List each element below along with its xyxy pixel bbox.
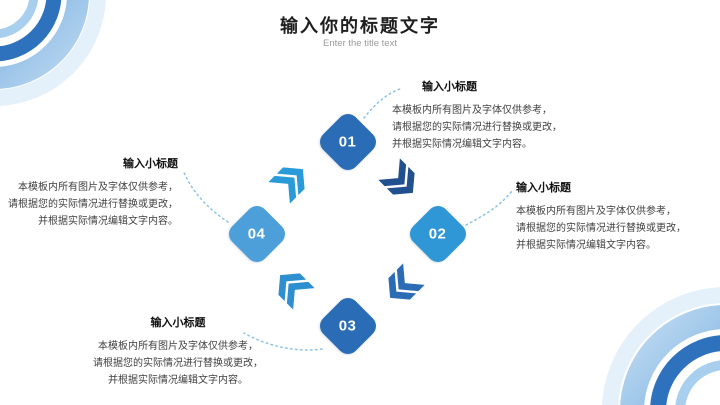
- step-number-01: 01: [339, 133, 357, 151]
- caption-heading-02: 输入小标题: [516, 182, 571, 194]
- caption-heading-03: 输入小标题: [150, 317, 206, 329]
- caption-line: 并根据实际情况编辑文字内容。: [38, 216, 178, 227]
- caption-line: 请根据您的实际情况进行替换或更改，: [516, 223, 686, 234]
- caption-block-01: 输入小标题 本模板内所有图片及字体仅供参考， 请根据您的实际情况进行替换或更改，…: [392, 78, 584, 153]
- caption-line: 本模板内所有图片及字体仅供参考，: [18, 182, 178, 193]
- dotted-connector-03: [243, 332, 323, 351]
- caption-line: 本模板内所有图片及字体仅供参考，: [392, 105, 552, 116]
- step-number-02: 02: [429, 225, 447, 243]
- chevron-arrow-01-to-02-icon: [378, 158, 415, 195]
- caption-line: 并根据实际情况编辑文字内容。: [392, 139, 532, 150]
- caption-line: 请根据您的实际情况进行替换或更改，: [392, 122, 562, 133]
- dotted-connectors: [182, 88, 513, 351]
- caption-heading-01: 输入小标题: [422, 81, 477, 93]
- step-number-03: 03: [339, 317, 357, 335]
- caption-block-03: 输入小标题 本模板内所有图片及字体仅供参考， 请根据您的实际情况进行替换或更改，…: [86, 314, 270, 389]
- caption-line: 并根据实际情况编辑文字内容。: [108, 375, 248, 386]
- caption-heading-04: 输入小标题: [123, 158, 178, 170]
- caption-line: 请根据您的实际情况进行替换或更改，: [8, 199, 178, 210]
- corner-decoration-bottom-right: [602, 287, 720, 405]
- caption-line: 本模板内所有图片及字体仅供参考，: [516, 206, 676, 217]
- chevron-arrow-02-to-03-icon: [388, 263, 425, 300]
- caption-line: 并根据实际情况编辑文字内容。: [516, 240, 656, 251]
- dotted-connector-04: [182, 169, 229, 223]
- chevron-arrow-03-to-04-icon: [278, 273, 315, 310]
- dotted-connector-02: [465, 190, 513, 226]
- slide-subtitle: Enter the title text: [323, 38, 397, 49]
- step-number-04: 04: [248, 225, 266, 243]
- caption-line: 请根据您的实际情况进行替换或更改，: [93, 358, 263, 369]
- caption-line: 本模板内所有图片及字体仅供参考，: [98, 341, 258, 352]
- slide-title: 输入你的标题文字: [280, 16, 440, 36]
- dotted-connector-01: [363, 88, 401, 119]
- chevron-arrow-04-to-01-icon: [268, 167, 305, 204]
- caption-block-04: 输入小标题 本模板内所有图片及字体仅供参考， 请根据您的实际情况进行替换或更改，…: [0, 155, 178, 230]
- caption-block-02: 输入小标题 本模板内所有图片及字体仅供参考， 请根据您的实际情况进行替换或更改，…: [516, 179, 708, 254]
